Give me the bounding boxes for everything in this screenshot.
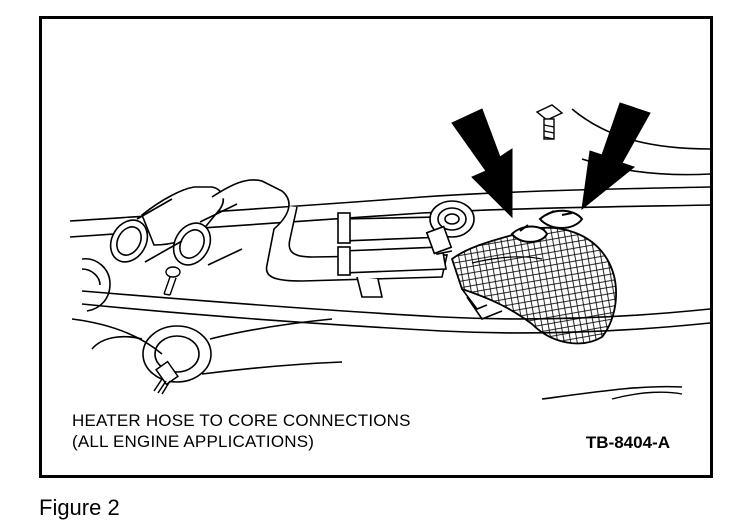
caption-line-2: (ALL ENGINE APPLICATIONS): [72, 432, 315, 451]
bolt-icon: [153, 360, 179, 395]
bolt-icon: [163, 266, 181, 296]
arrow-down-icon: [451, 108, 513, 219]
panel-edge: [611, 391, 683, 400]
hose-icon: [109, 198, 243, 266]
heater-core-tubes: [141, 179, 449, 298]
caption-line-1: HEATER HOSE TO CORE CONNECTIONS: [72, 411, 411, 430]
heater-hose-illustration: [69, 102, 710, 400]
core-fitting: [425, 200, 475, 255]
hose-icon: [450, 226, 617, 345]
lower-mount-boss: [91, 318, 343, 383]
part-number-label: TB-8404-A: [585, 433, 670, 452]
figure-label: Figure 2: [39, 495, 120, 520]
diagram-frame: HEATER HOSE TO CORE CONNECTIONS (ALL ENG…: [39, 16, 713, 478]
clamp-icon: [510, 209, 584, 243]
bolt-icon: [535, 104, 564, 140]
left-mount: [81, 258, 111, 312]
arrow-down-icon: [581, 102, 651, 211]
